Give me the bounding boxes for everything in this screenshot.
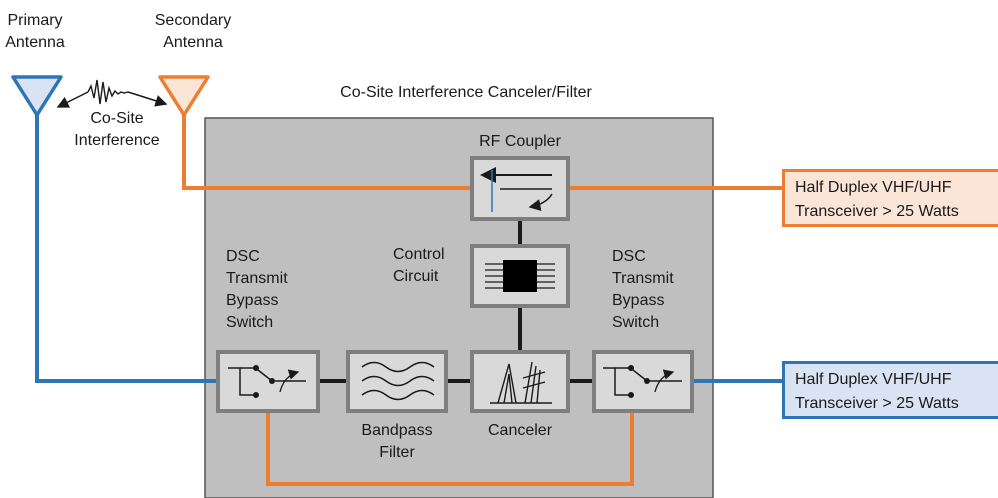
rf-coupler-label: RF Coupler xyxy=(479,133,561,150)
directional-coupler-icon xyxy=(480,167,553,212)
secondary-antenna-label: Secondary Antenna xyxy=(154,12,232,51)
blue-wire-antenna-to-switch xyxy=(35,115,218,383)
transceiver-bottom-line2: Transceiver > 25 Watts xyxy=(795,395,959,412)
canceler-block xyxy=(470,350,570,413)
enclosure-box xyxy=(204,117,714,498)
enclosure-title: Co-Site Interference Canceler/Filter xyxy=(340,84,592,101)
orange-wire-antenna-to-coupler xyxy=(182,115,472,190)
transceiver-bottom-line1: Half Duplex VHF/UHF xyxy=(795,371,952,388)
dsc-switch-left-block xyxy=(216,350,320,413)
antenna-triangle-blue-icon xyxy=(11,75,63,117)
antenna-triangle-orange-icon xyxy=(158,75,210,117)
canceler-icon xyxy=(490,361,552,404)
co-site-interference-label: Co-Site Interference xyxy=(74,110,160,149)
transceiver-top-box: Half Duplex VHF/UHF Transceiver > 25 Wat… xyxy=(782,169,998,227)
transceiver-bottom-box: Half Duplex VHF/UHF Transceiver > 25 Wat… xyxy=(782,361,998,419)
ic-chip-icon xyxy=(485,260,555,292)
dsc-switch-left-label: DSC Transmit Bypass Switch xyxy=(226,248,288,331)
bandpass-filter-block xyxy=(346,350,448,413)
control-circuit-label: Control Circuit xyxy=(393,246,445,285)
dsc-switch-right-label: DSC Transmit Bypass Switch xyxy=(612,248,674,331)
switch-icon xyxy=(228,365,306,398)
zigzag-signal-icon xyxy=(56,79,168,108)
control-circuit-block xyxy=(470,244,570,308)
rf-coupler-block xyxy=(470,156,570,221)
transceiver-top-line1: Half Duplex VHF/UHF xyxy=(795,179,952,196)
switch-icon xyxy=(603,365,682,398)
bandpass-filter-label: Bandpass Filter xyxy=(361,422,433,461)
canceler-label: Canceler xyxy=(487,422,553,439)
orange-bypass-loop xyxy=(266,411,634,486)
dsc-switch-right-block xyxy=(592,350,694,413)
primary-antenna-label: Primary Antenna xyxy=(5,12,65,51)
transceiver-top-line2: Transceiver > 25 Watts xyxy=(795,203,959,220)
bandpass-filter-icon xyxy=(361,361,435,401)
